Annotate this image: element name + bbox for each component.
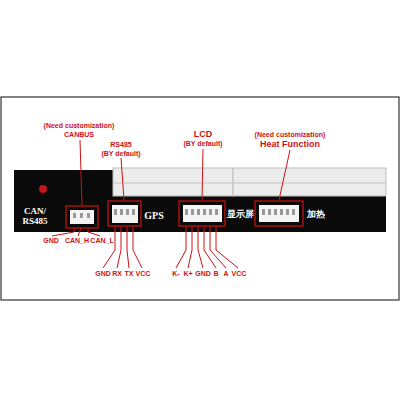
bus-name: CANBUS <box>64 131 94 139</box>
pin-name: B <box>213 270 218 278</box>
pin-name: CAN_H <box>65 237 89 245</box>
port-name: LCD <box>194 130 213 140</box>
note-text: (BY default) <box>183 140 222 148</box>
pin-name: CAN_L <box>90 237 113 245</box>
pin-name: GND <box>43 237 59 245</box>
panel-text: 显示屏 <box>227 210 254 220</box>
panel-text: 加热 <box>307 210 325 220</box>
pin-name: GND <box>195 270 211 278</box>
pin-name: A <box>223 270 228 278</box>
note-text: (BY default) <box>101 150 140 158</box>
pin-name: TX <box>125 270 134 278</box>
pin-name: GND <box>95 270 111 278</box>
connector-housing <box>113 168 233 196</box>
pin-name: K- <box>172 270 179 278</box>
gps-connector <box>112 205 138 223</box>
leader-lines <box>52 140 290 268</box>
pin-name: RX <box>112 270 122 278</box>
led <box>39 185 47 193</box>
pin-name: VCC <box>232 270 247 278</box>
pin-name: K+ <box>183 270 192 278</box>
pin-name: VCC <box>136 270 151 278</box>
pins <box>73 209 295 218</box>
can-connector <box>70 210 94 224</box>
heat-connector <box>259 205 299 222</box>
lcd-connector <box>183 205 222 222</box>
panel-text: GPS <box>144 210 163 221</box>
frame <box>1 97 399 300</box>
connector-housing <box>233 168 386 196</box>
panel-text: CAN/ RS485 <box>17 207 53 227</box>
note-text: (Need customization) <box>44 122 115 130</box>
port-name: Heat Function <box>260 140 320 150</box>
highlight-boxes <box>66 201 303 228</box>
housing-slots <box>113 183 386 184</box>
note-text: (Need customization) <box>255 131 326 139</box>
bus-name: RS485 <box>110 141 131 149</box>
